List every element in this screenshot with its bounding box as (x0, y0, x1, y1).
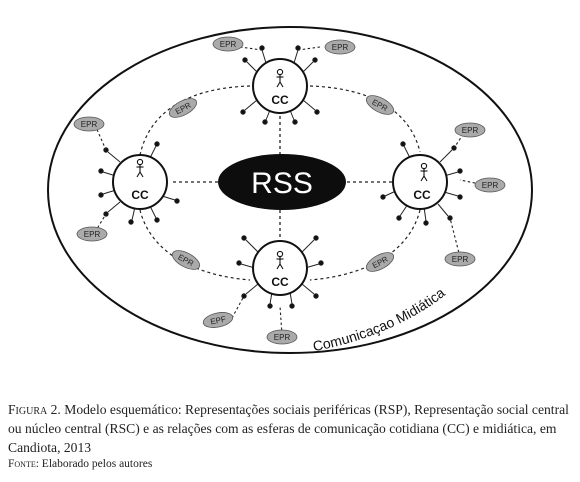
epr-badge-top-diag-left: EPR (168, 98, 198, 118)
epr-badge-top-diag-right: EPR (365, 95, 395, 115)
svg-text:EPR: EPR (220, 40, 237, 49)
svg-text:CC: CC (271, 275, 289, 289)
figure-source: Fonte: Elaborado pelos autores (8, 458, 570, 470)
center-connectors (170, 110, 393, 245)
source-label: Fonte: (8, 458, 39, 470)
rss-label: RSS (251, 167, 313, 200)
svg-text:EPR: EPR (482, 181, 499, 190)
svg-text:CC: CC (131, 188, 149, 202)
svg-text:EPR: EPR (274, 333, 291, 342)
source-text: Elaborado pelos autores (41, 458, 153, 470)
epf-badge-bottom-left: EPF (202, 312, 234, 328)
epr-badge-bottom-center: EPR (266, 329, 298, 345)
epr-badge-left-top: EPR (73, 116, 105, 132)
media-sphere-ellipse (47, 26, 533, 354)
cc-node-top: CC (252, 58, 308, 114)
epr-badge-right-top: EPR (454, 122, 486, 138)
svg-text:EPF: EPF (210, 314, 227, 326)
rss-core-ellipse (218, 154, 346, 210)
node-rays (98, 45, 463, 309)
svg-text:CC: CC (413, 188, 431, 202)
svg-text:CC: CC (271, 93, 289, 107)
schematic-diagram: RSS CC CC CC CC EPR EPR EPR (47, 26, 533, 354)
epr-badge-left-bottom: EPR (76, 226, 108, 242)
svg-text:EPR: EPR (462, 126, 479, 135)
epr-badge-right-mid: EPR (474, 177, 506, 193)
figure-label: Figura 2. (8, 402, 61, 417)
media-sphere-label: Comunicaçao Midiática (311, 284, 447, 354)
cc-node-bottom: CC (252, 240, 308, 296)
cc-node-left: CC (112, 154, 168, 210)
figure-caption-text: Modelo esquemático: Representações socia… (8, 402, 569, 455)
svg-text:EPR: EPR (81, 120, 98, 129)
epr-badge-bottom-diag-right: EPR (365, 252, 395, 272)
epr-badge-bottom-diag-left: EPR (171, 250, 201, 270)
epr-badge-top-left: EPR (212, 36, 244, 52)
svg-text:EPR: EPR (84, 230, 101, 239)
epr-badge-right-bottom: EPR (444, 251, 476, 267)
svg-text:EPR: EPR (332, 43, 349, 52)
epr-badge-top-right: EPR (324, 39, 356, 55)
svg-text:EPR: EPR (452, 255, 469, 264)
badge-connectors (94, 46, 481, 336)
figure-caption: Figura 2. Modelo esquemático: Representa… (8, 400, 570, 457)
cc-node-right: CC (392, 154, 448, 210)
